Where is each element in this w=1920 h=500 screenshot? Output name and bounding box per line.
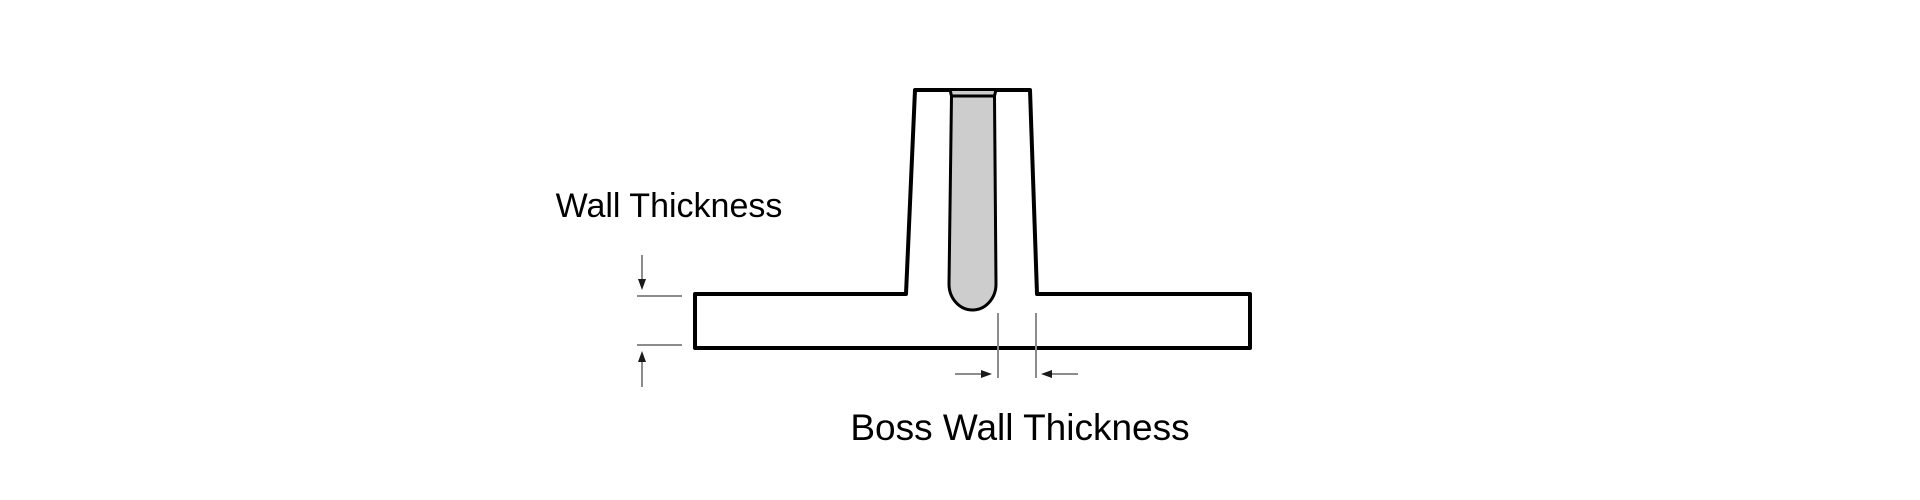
boss-wall-thickness-arrowheads (981, 370, 1052, 378)
wall-thickness-label: Wall Thickness (555, 187, 783, 225)
arrow-up-icon (638, 351, 646, 362)
boss-hole (947, 88, 998, 312)
wall-thickness-arrowheads (638, 279, 646, 362)
arrow-down-icon (638, 279, 646, 290)
boss-wall-thickness-dimension (955, 313, 1078, 378)
wall-thickness-dimension (637, 255, 682, 387)
boss-wall-thickness-label: Boss Wall Thickness (850, 407, 1190, 448)
arrow-left-icon (1041, 370, 1052, 378)
arrow-right-icon (981, 370, 992, 378)
